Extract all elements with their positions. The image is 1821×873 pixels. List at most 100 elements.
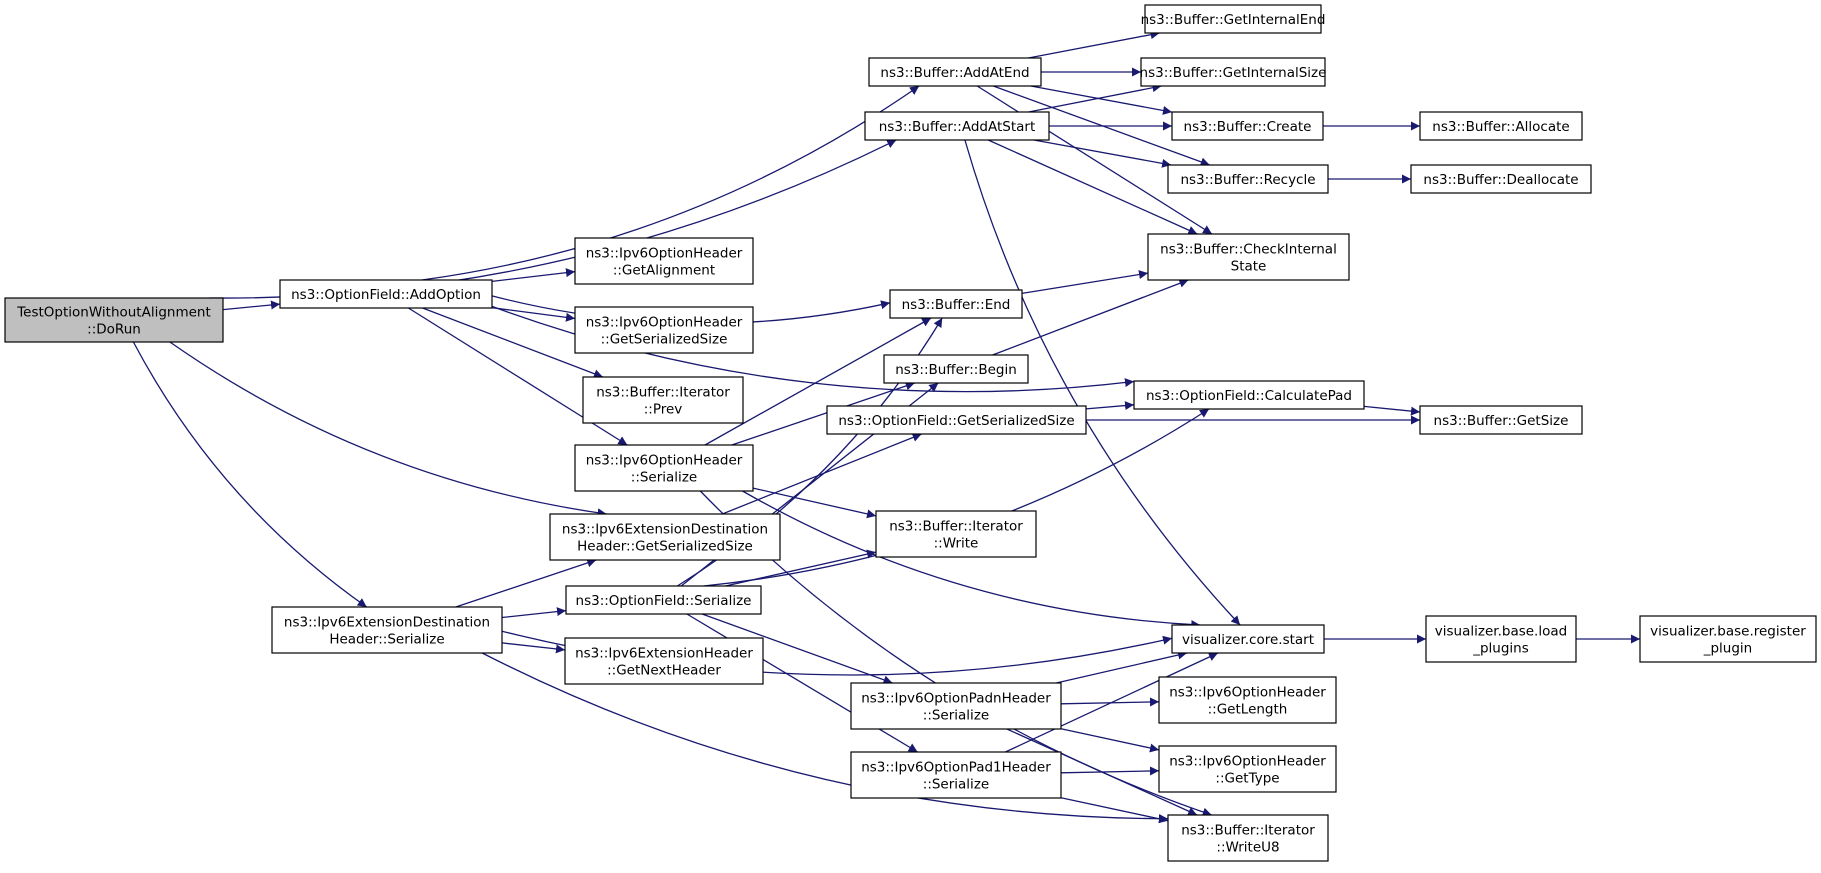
edge-calcPad-to-bufGetSize [1363,405,1421,416]
node-bufBegin[interactable]: ns3::Buffer::Begin [883,354,1029,384]
edge-addAtEnd-to-getInternalEnd [1028,30,1160,59]
node-addOption[interactable]: ns3::OptionField::AddOption [279,279,493,309]
node-label: ns3::Ipv6OptionPad1Header [861,760,1051,776]
node-label: ns3::Ipv6OptionHeader [586,315,743,331]
node-bufEnd[interactable]: ns3::Buffer::End [889,289,1023,319]
edge-extDestSerialize-to-writeU8 [481,652,1169,824]
node-box [574,306,754,354]
node-label: ns3::Buffer::GetInternalEnd [1141,12,1326,28]
node-bufDeallocate[interactable]: ns3::Buffer::Deallocate [1410,164,1592,194]
node-padnSerialize[interactable]: ns3::Ipv6OptionPadnHeader::Serialize [850,682,1062,730]
node-box [271,606,503,654]
edge-extDestGetSerSize-to-optFieldGetSerSize [722,433,922,515]
edge-optFieldSerialize-to-iterWrite [725,549,877,587]
node-label: ns3::Buffer::Deallocate [1423,172,1578,188]
node-bufRecycle[interactable]: ns3::Buffer::Recycle [1167,164,1329,194]
node-box [875,510,1037,558]
node-pad1Serialize[interactable]: ns3::Ipv6OptionPad1Header::Serialize [850,751,1062,799]
node-box [1419,405,1583,435]
node-getLength[interactable]: ns3::Ipv6OptionHeader::GetLength [1158,676,1337,724]
node-box [1158,676,1337,724]
node-label: TestOptionWithoutAlignment [16,305,211,321]
node-label: ns3::Ipv6OptionHeader [586,246,743,262]
node-label: ns3::Ipv6OptionHeader [1169,754,1326,770]
node-label: ns3::Buffer::GetSize [1434,413,1569,429]
node-label: ns3::OptionField::CalculatePad [1146,388,1352,404]
node-vizStart[interactable]: visualizer.core.start [1171,624,1325,654]
node-registerPlugin[interactable]: visualizer.base.register_plugin [1639,615,1817,663]
node-iterWrite[interactable]: ns3::Buffer::Iterator::Write [875,510,1037,558]
node-label: ::Serialize [923,708,989,724]
node-label: _plugin [1703,641,1753,657]
node-box [1639,615,1817,663]
node-label: visualizer.base.load [1435,624,1567,640]
node-box [889,289,1023,319]
node-label: ns3::Ipv6ExtensionDestination [562,522,768,538]
node-optFieldSerialize[interactable]: ns3::OptionField::Serialize [565,585,762,615]
node-label: visualizer.core.start [1182,632,1314,648]
edge-bufBegin-to-checkInternal [992,279,1189,356]
edge-pad1Serialize-to-getType [1060,766,1160,776]
node-box [1147,233,1350,281]
node-box [1419,111,1583,141]
node-addAtEnd[interactable]: ns3::Buffer::AddAtEnd [868,57,1042,87]
node-layer: TestOptionWithoutAlignment::DoRunns3::Op… [4,4,1817,862]
node-bufGetSize[interactable]: ns3::Buffer::GetSize [1419,405,1583,435]
node-label: ns3::Buffer::Iterator [889,519,1023,535]
edge-extDestSerialize-to-optFieldSerialize [501,607,567,619]
node-label: ns3::Ipv6OptionHeader [586,453,743,469]
node-label: ::GetAlignment [613,263,715,279]
node-getInternalSize[interactable]: ns3::Buffer::GetInternalSize [1140,57,1327,87]
node-extDestSerialize[interactable]: ns3::Ipv6ExtensionDestinationHeader::Ser… [271,606,503,654]
node-root[interactable]: TestOptionWithoutAlignment::DoRun [4,297,224,343]
node-bufAllocate[interactable]: ns3::Buffer::Allocate [1419,111,1583,141]
node-label: ::GetNextHeader [607,663,721,679]
node-box [1171,111,1324,141]
node-label: ns3::Buffer::Allocate [1432,119,1569,135]
node-box [864,111,1050,141]
node-label: ::GetType [1215,771,1279,787]
node-getInternalEnd[interactable]: ns3::Buffer::GetInternalEnd [1141,4,1326,34]
node-box [574,237,754,285]
edge-extDestSerialize-to-extDestGetSerSize [455,558,597,608]
node-box [279,279,493,309]
node-box [1167,814,1329,862]
node-extDestGetSerSize[interactable]: ns3::Ipv6ExtensionDestinationHeader::Get… [549,513,781,561]
node-label: ns3::OptionField::Serialize [576,593,752,609]
node-iterPrev[interactable]: ns3::Buffer::Iterator::Prev [582,376,744,424]
node-box [4,297,224,343]
node-label: ::DoRun [87,322,141,338]
node-box [1133,380,1365,410]
edge-bufEnd-to-checkInternal [1021,270,1149,295]
edge-addOption-to-optHdrGetSerSize [491,307,576,322]
node-bufCreate[interactable]: ns3::Buffer::Create [1171,111,1324,141]
node-label: ns3::Buffer::CheckInternal [1160,242,1337,258]
node-loadPlugins[interactable]: visualizer.base.load_plugins [1425,615,1577,663]
edge-root-to-addOption [222,300,281,311]
edge-addAtStart-to-bufRecycle [1033,139,1172,168]
node-box [826,405,1087,435]
edge-extDestSerialize-to-getNextHeader [501,642,566,654]
node-box [868,57,1042,87]
node-box [574,444,754,492]
edge-addAtStart-to-checkInternal [987,139,1198,235]
node-label: _plugins [1472,641,1529,657]
node-optHdrGetSerSize[interactable]: ns3::Ipv6OptionHeader::GetSerializedSize [574,306,754,354]
node-writeU8[interactable]: ns3::Buffer::Iterator::WriteU8 [1167,814,1329,862]
node-box [564,637,764,685]
node-getType[interactable]: ns3::Ipv6OptionHeader::GetType [1158,745,1337,793]
node-box [1410,164,1592,194]
node-label: ns3::Buffer::Iterator [1181,823,1315,839]
node-calcPad[interactable]: ns3::OptionField::CalculatePad [1133,380,1365,410]
node-addAtStart[interactable]: ns3::Buffer::AddAtStart [864,111,1050,141]
node-label: ns3::Buffer::Iterator [596,385,730,401]
node-optFieldGetSerSize[interactable]: ns3::OptionField::GetSerializedSize [826,405,1087,435]
node-getNextHeader[interactable]: ns3::Ipv6ExtensionHeader::GetNextHeader [564,637,764,685]
node-box [883,354,1029,384]
node-optHdrSerialize[interactable]: ns3::Ipv6OptionHeader::Serialize [574,444,754,492]
node-getAlignment[interactable]: ns3::Ipv6OptionHeader::GetAlignment [574,237,754,285]
node-box [1144,4,1322,34]
edge-addOption-to-getAlignment [491,268,576,283]
